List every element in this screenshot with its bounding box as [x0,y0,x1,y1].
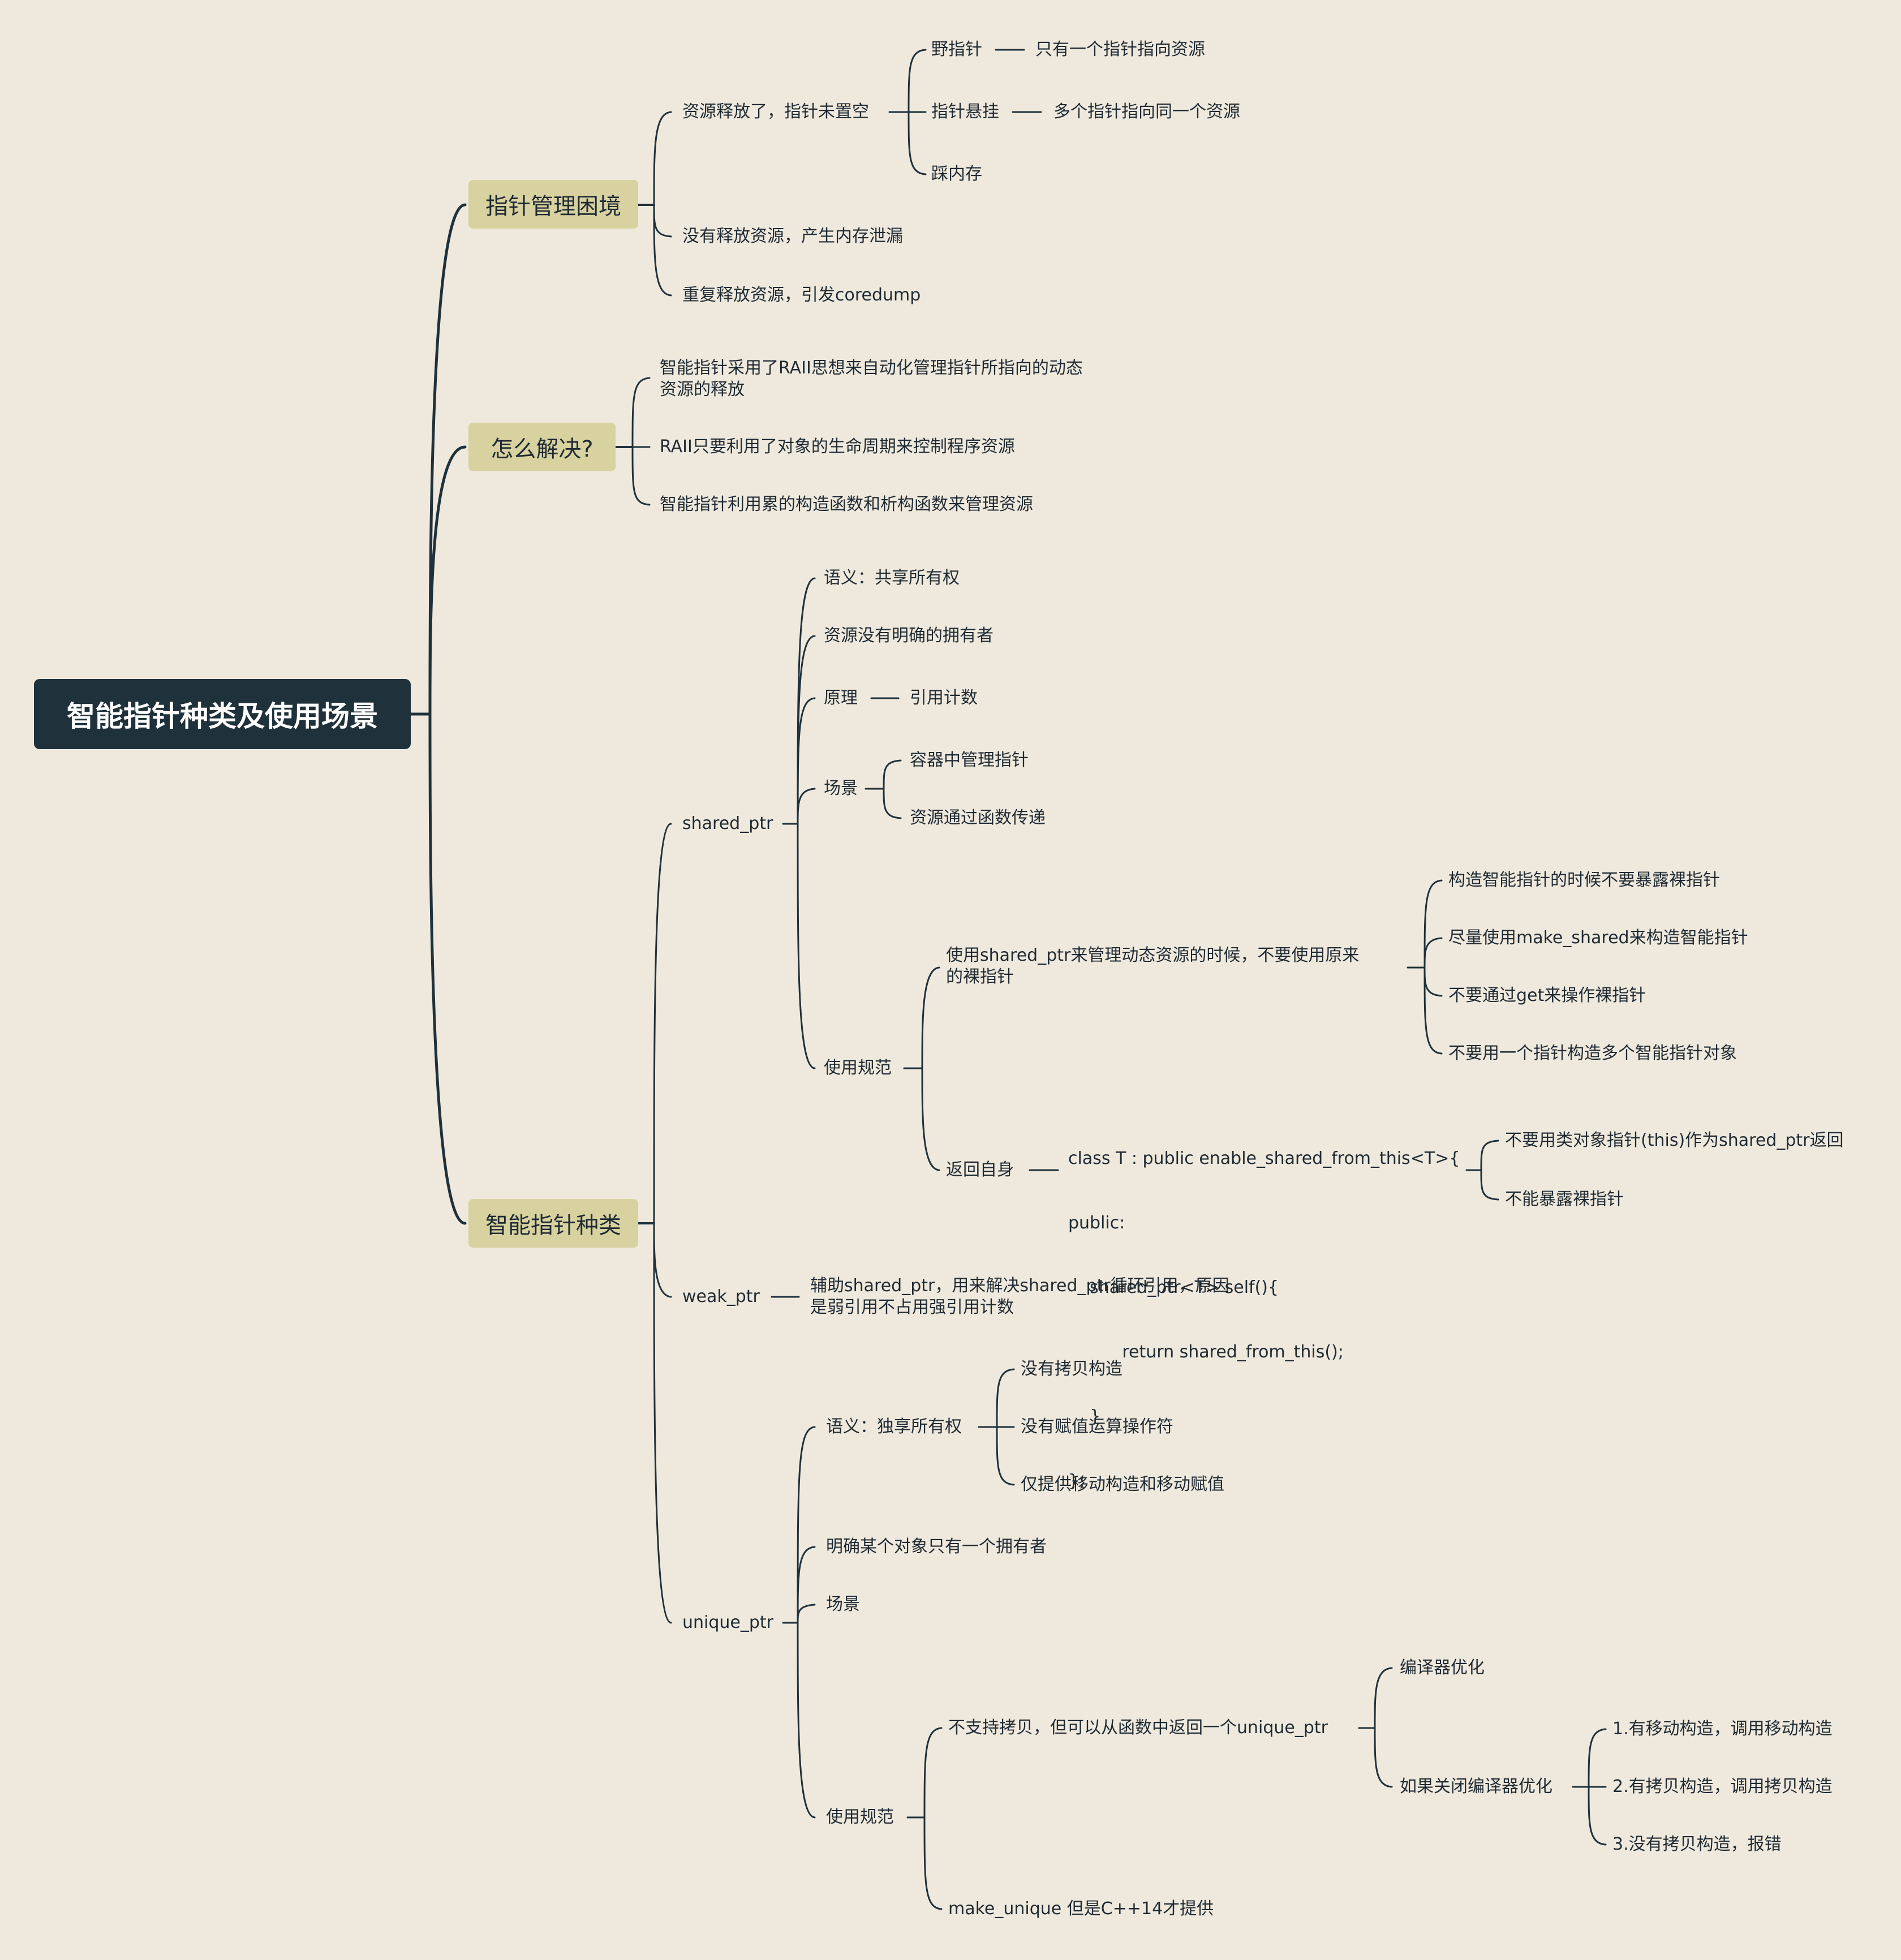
node-compiler-opt[interactable]: 编译器优化 [1400,1658,1485,1678]
node-rule-1[interactable]: 构造智能指针的时候不要暴露裸指针 [1448,870,1720,890]
code-line-3: shared_ptr<T> self(){ [1068,1278,1279,1297]
node-raii-idea[interactable]: 智能指针采用了RAII思想来自动化管理指针所指向的动态 资源的释放 [660,358,1083,401]
node-opt-2[interactable]: 2.有拷贝构造，调用拷贝构造 [1612,1777,1833,1796]
node-weak-desc-line1: 辅助shared_ptr，用来解决shared_ptr循环引用，原因 [810,1276,1229,1296]
node-rule-this[interactable]: 不要用类对象指针(this)作为shared_ptr返回 [1505,1131,1844,1150]
node-make-unique[interactable]: make_unique 但是C++14才提供 [948,1899,1214,1919]
node-weak-desc[interactable]: 辅助shared_ptr，用来解决shared_ptr循环引用，原因 是弱引用不… [810,1275,1229,1318]
node-move-only[interactable]: 仅提供移动构造和移动赋值 [1021,1475,1224,1494]
node-dangling-desc[interactable]: 多个指针指向同一个资源 [1053,102,1240,122]
node-dangling-pointer[interactable]: 指针悬挂 [931,102,999,122]
node-code-snippet[interactable]: class T : public enable_shared_from_this… [1068,1105,1460,1535]
node-opt-3[interactable]: 3.没有拷贝构造，报错 [1612,1834,1782,1854]
node-no-copy-return[interactable]: 不支持拷贝，但可以从函数中返回一个unique_ptr [948,1718,1328,1738]
node-opt-off[interactable]: 如果关闭编译器优化 [1400,1777,1552,1796]
node-ref-count[interactable]: 引用计数 [910,688,978,708]
topic-pointer-dilemma[interactable]: 指针管理困境 [468,180,638,229]
node-single-owner[interactable]: 明确某个对象只有一个拥有者 [826,1537,1047,1557]
node-opt-1[interactable]: 1.有移动构造，调用移动构造 [1612,1719,1833,1739]
node-wild-pointer-desc[interactable]: 只有一个指针指向资源 [1035,40,1205,59]
node-weak-ptr[interactable]: weak_ptr [682,1287,760,1306]
node-shared-scenario[interactable]: 场景 [824,779,858,798]
root-topic[interactable]: 智能指针种类及使用场景 [34,679,411,749]
node-raii-idea-line2: 资源的释放 [660,380,745,399]
node-memory-leak[interactable]: 没有释放资源，产生内存泄漏 [682,226,903,246]
topic-smart-pointer-kinds[interactable]: 智能指针种类 [468,1199,638,1248]
node-no-raw-pointer-line1: 使用shared_ptr来管理动态资源的时候，不要使用原来 [946,945,1360,965]
code-line-6: }; [1068,1471,1085,1491]
node-no-raw-pointer[interactable]: 使用shared_ptr来管理动态资源的时候，不要使用原来 的裸指针 [946,945,1359,988]
node-ctor-dtor[interactable]: 智能指针利用累的构造函数和析构函数来管理资源 [660,495,1033,514]
node-shared-ptr[interactable]: shared_ptr [682,814,773,833]
node-memory-stomp[interactable]: 踩内存 [931,164,982,184]
code-line-2: public: [1068,1213,1125,1233]
node-raii-lifetime[interactable]: RAII只要利用了对象的生命周期来控制程序资源 [660,437,1015,457]
node-rule-4[interactable]: 不要用一个指针构造多个智能指针对象 [1448,1043,1737,1063]
node-rule-2[interactable]: 尽量使用make_shared来构造智能指针 [1448,928,1748,948]
node-weak-desc-line2: 是弱引用不占用强引用计数 [810,1297,1014,1317]
node-rule-3[interactable]: 不要通过get来操作裸指针 [1448,986,1646,1005]
node-return-self[interactable]: 返回自身 [946,1160,1014,1180]
node-no-clear-owner[interactable]: 资源没有明确的拥有者 [824,626,993,646]
node-no-raw-pointer-line2: 的裸指针 [946,967,1014,987]
node-principle[interactable]: 原理 [824,688,858,708]
node-unique-ptr[interactable]: unique_ptr [682,1613,774,1632]
node-no-assign-op[interactable]: 没有赋值运算操作符 [1021,1417,1173,1437]
node-wild-pointer[interactable]: 野指针 [931,40,982,59]
node-raii-idea-line1: 智能指针采用了RAII思想来自动化管理指针所指向的动态 [660,358,1083,378]
node-release-not-null[interactable]: 资源释放了，指针未置空 [682,102,869,122]
node-shared-usage[interactable]: 使用规范 [824,1058,892,1078]
node-double-free[interactable]: 重复释放资源，引发coredump [682,285,921,305]
node-no-copy-ctor[interactable]: 没有拷贝构造 [1021,1359,1122,1379]
topic-how-to-solve[interactable]: 怎么解决? [468,423,616,471]
code-line-5: } [1068,1407,1101,1426]
node-unique-scenario[interactable]: 场景 [826,1594,860,1614]
node-rule-no-raw[interactable]: 不能暴露裸指针 [1505,1189,1624,1209]
node-unique-semantics[interactable]: 语义：独享所有权 [826,1417,962,1437]
node-shared-semantics[interactable]: 语义：共享所有权 [824,568,960,588]
code-line-1: class T : public enable_shared_from_this… [1068,1149,1460,1168]
node-func-pass[interactable]: 资源通过函数传递 [910,808,1046,828]
node-container[interactable]: 容器中管理指针 [910,750,1029,770]
code-line-4: return shared_from_this(); [1068,1342,1344,1362]
node-unique-usage[interactable]: 使用规范 [826,1807,894,1827]
